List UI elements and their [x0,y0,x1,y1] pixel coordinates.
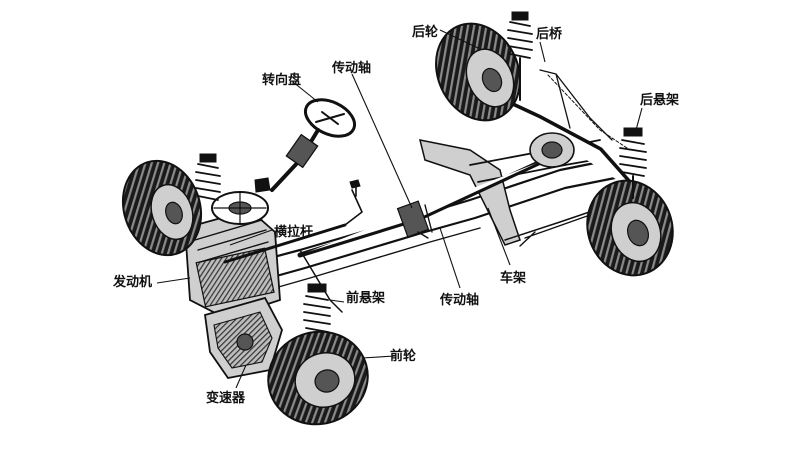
label-engine: 发动机 [112,274,152,290]
label-drive-shaft-top: 传动轴 [331,60,371,76]
engine [184,177,281,319]
label-steering-wheel: 转向盘 [262,72,301,88]
front-suspension-left [195,153,221,201]
label-rear-suspension: 后悬架 [640,92,679,108]
label-front-suspension: 前悬架 [346,290,385,306]
label-transmission: 变速器 [206,390,246,406]
drive-shaft [297,157,548,258]
rear-wheel-left [435,22,521,122]
rear-suspension-top [507,11,533,101]
rear-wheel-right [586,179,674,277]
steering-wheel [270,98,357,192]
label-tie-rod: 横拉杆 [274,224,313,240]
label-rear-wheel: 后轮 [412,24,438,40]
leader-lines [156,29,643,389]
label-frame: 车架 [500,270,526,286]
rear-suspension-right [619,127,647,199]
label-rear-axle: 后桥 [536,26,563,42]
rear-axle [477,69,643,247]
front-wheel-left [121,159,203,257]
label-front-wheel: 前轮 [390,348,416,364]
front-wheel-right [267,330,369,426]
labels: 后轮 后桥 后悬架 转向盘 传动轴 横拉杆 发动机 前悬架 传动轴 车架 前轮 … [112,24,679,406]
tie-rod [223,179,363,264]
label-drive-shaft-bottom: 传动轴 [439,292,479,308]
